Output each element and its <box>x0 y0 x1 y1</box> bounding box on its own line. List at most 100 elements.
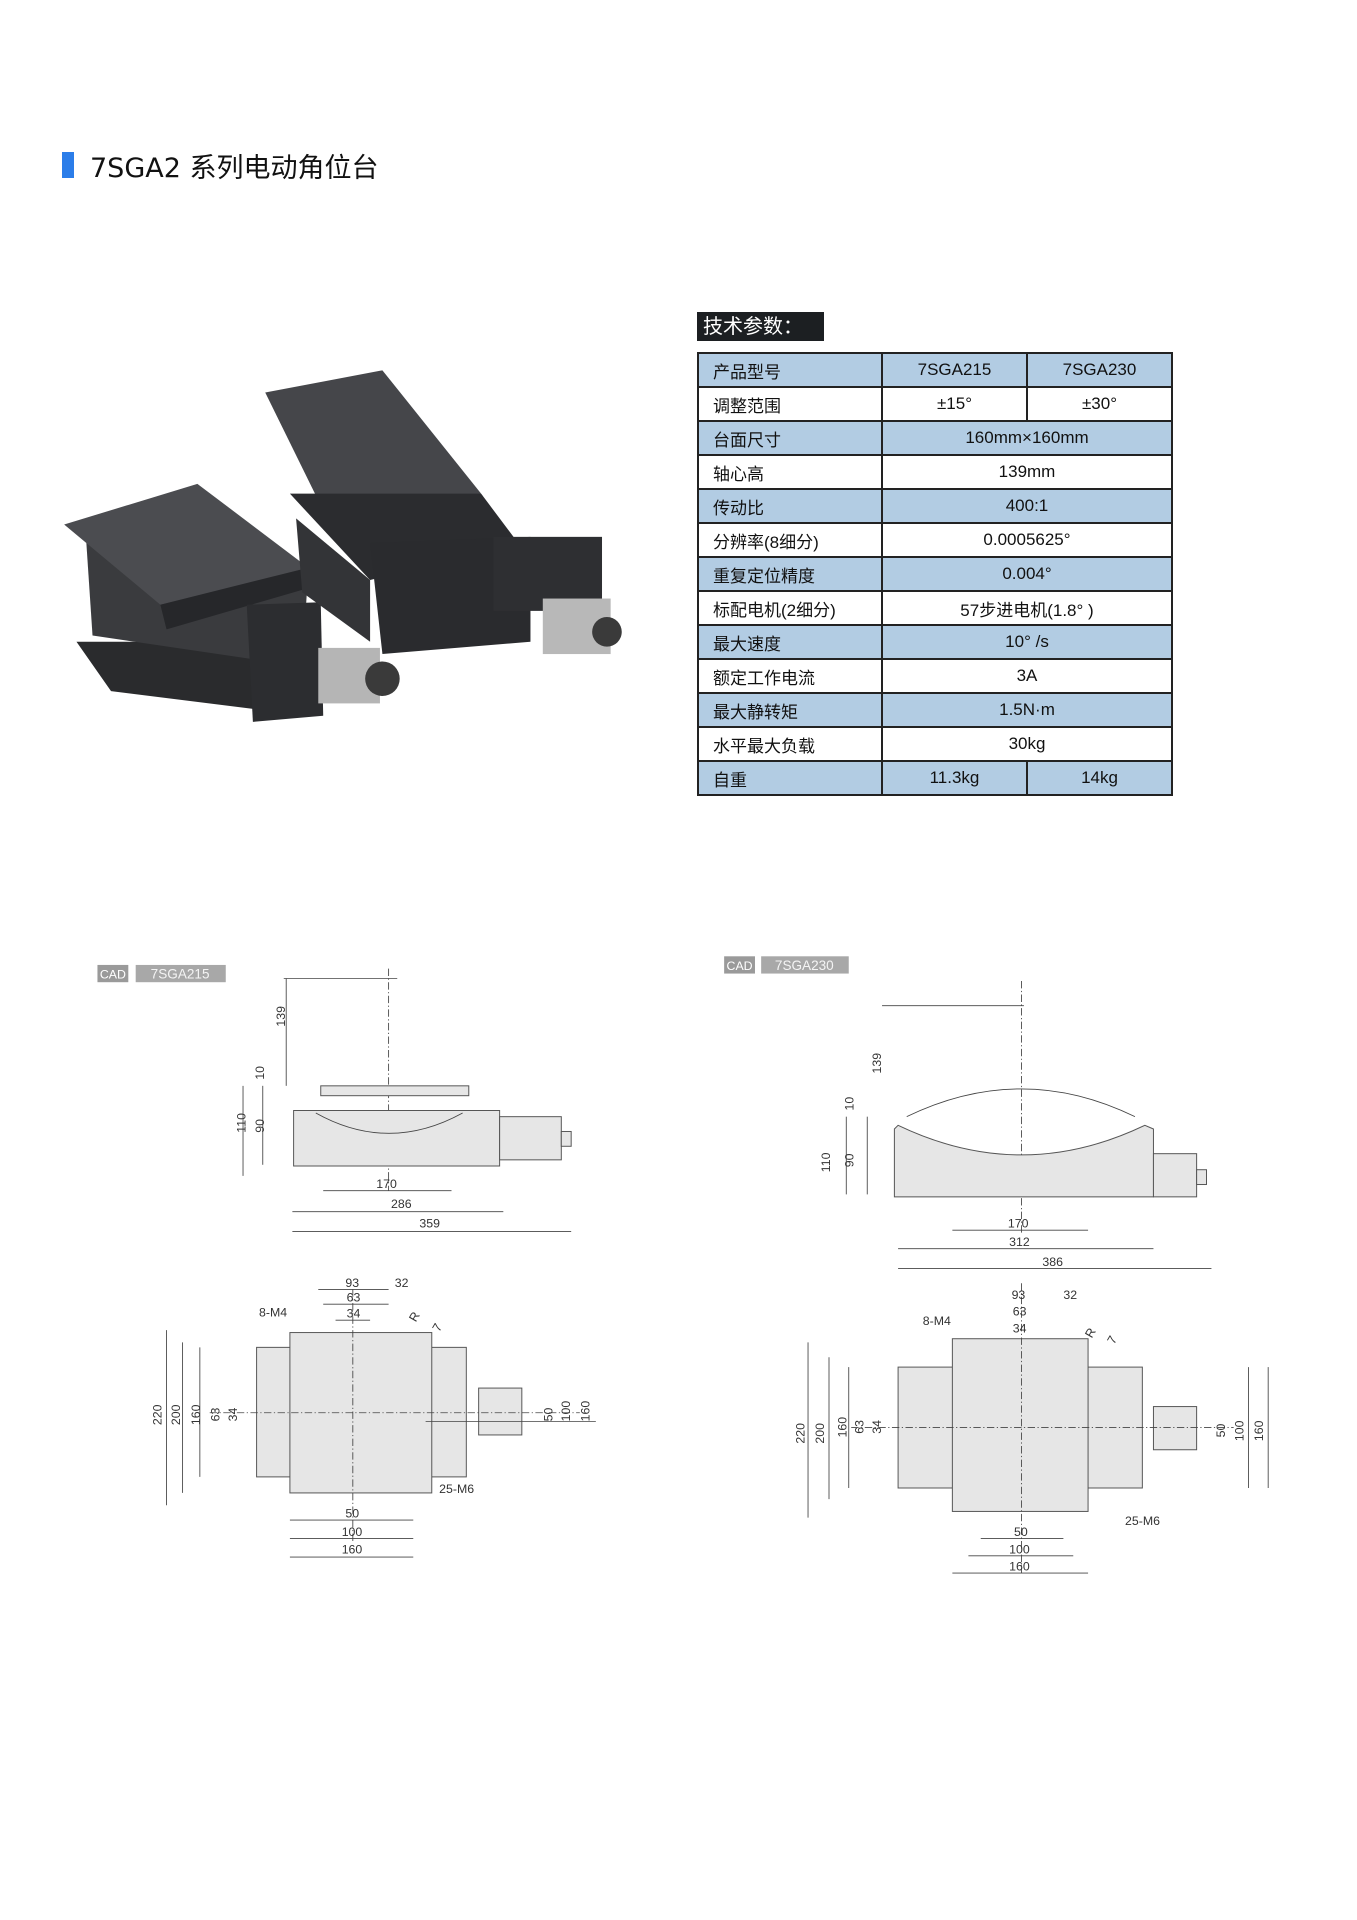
header-model-2: 7SGA230 <box>1026 352 1173 388</box>
row-value: 400:1 <box>881 488 1173 524</box>
dimension-label: 63 <box>347 1291 361 1305</box>
dimension-label: 170 <box>1008 1217 1029 1231</box>
header-model-1: 7SGA215 <box>881 352 1028 388</box>
dimension-label: 160 <box>835 1417 849 1438</box>
dimension-label: 8-M4 <box>923 1314 951 1328</box>
row-value: 10° /s <box>881 624 1173 660</box>
dimension-label: 50 <box>345 1507 359 1521</box>
row-label: 额定工作电流 <box>697 658 883 694</box>
cad-tag <box>97 964 129 983</box>
row-label: 自重 <box>697 760 883 796</box>
dimension-label: 312 <box>1009 1235 1030 1249</box>
cad-tag-label: CAD <box>727 959 753 973</box>
dimension-label: 10 <box>843 1097 857 1111</box>
row-label: 分辨率(8细分) <box>697 522 883 558</box>
row-label: 最大速度 <box>697 624 883 660</box>
dimension-label: 34 <box>347 1307 361 1321</box>
header-label: 产品型号 <box>697 352 883 388</box>
dimension-label: R <box>406 1309 423 1324</box>
dimension-label: 100 <box>1233 1420 1247 1441</box>
dimension-label: 93 <box>345 1276 359 1290</box>
dimension-label: 200 <box>813 1423 827 1444</box>
dimension-label: 25-M6 <box>439 1482 474 1496</box>
dimension-label: 139 <box>274 1006 288 1027</box>
row-value: 0.004° <box>881 556 1173 592</box>
dimension-label: 50 <box>1014 1525 1028 1539</box>
cad-drawing-7sga230: CAD 7SGA230 139 10 110 90 170 312 386 9 <box>724 956 1269 1574</box>
dimension-label: 32 <box>1063 1288 1077 1302</box>
dimension-label: 100 <box>342 1525 363 1539</box>
model-tag-label: 7SGA215 <box>151 967 210 982</box>
dimension-label: 25-M6 <box>1125 1514 1160 1528</box>
row-label: 最大静转矩 <box>697 692 883 728</box>
dimension-label: 50 <box>542 1408 556 1422</box>
dimension-label: 220 <box>151 1404 165 1425</box>
row-value: 3A <box>881 658 1173 694</box>
cad-tag <box>724 956 755 974</box>
dimension-label: 50 <box>1214 1424 1228 1438</box>
cad-tag-label: CAD <box>100 968 126 982</box>
cad-drawing-7sga215: CAD 7SGA215 139 10 110 90 170 286 359 <box>97 964 596 1558</box>
dimension-label: 170 <box>376 1177 397 1191</box>
dimension-label: 160 <box>579 1401 593 1422</box>
row-label: 传动比 <box>697 488 883 524</box>
model-tag <box>761 956 849 974</box>
dimension-label: 34 <box>226 1408 240 1422</box>
row-value: 57步进电机(1.8° ) <box>881 590 1173 626</box>
dimension-label: 93 <box>1012 1288 1026 1302</box>
dimension-label: 139 <box>870 1053 884 1074</box>
dimension-label: 90 <box>253 1119 267 1133</box>
table-row: 产品型号 7SGA215 7SGA230 <box>697 352 1173 388</box>
row-label: 水平最大负载 <box>697 726 883 762</box>
dimension-label: 10 <box>253 1066 267 1080</box>
dimension-label: 100 <box>559 1401 573 1422</box>
product-photo <box>64 370 622 722</box>
dimension-label: 286 <box>391 1197 412 1211</box>
model-tag-label: 7SGA230 <box>775 958 834 973</box>
row-label: 标配电机(2细分) <box>697 590 883 626</box>
row-value: 14kg <box>1026 760 1173 796</box>
dimension-label: R <box>1082 1325 1099 1340</box>
row-value: ±15° <box>881 386 1028 422</box>
page-title: 7SGA2 系列电动角位台 <box>62 148 379 184</box>
dimension-label: 386 <box>1042 1255 1063 1269</box>
title-accent-bar <box>62 152 74 178</box>
dimension-label: 63 <box>1013 1304 1027 1318</box>
dimension-label: 160 <box>342 1542 363 1556</box>
dimension-label: 90 <box>843 1153 857 1167</box>
dimension-label: 63 <box>853 1420 867 1434</box>
row-value: 139mm <box>881 454 1173 490</box>
dimension-label: 110 <box>234 1113 248 1133</box>
table-row: 分辨率(8细分)0.0005625° <box>697 522 1173 558</box>
row-value: 160mm×160mm <box>881 420 1173 456</box>
dimension-label: 220 <box>793 1423 807 1444</box>
row-label: 轴心高 <box>697 454 883 490</box>
row-label: 台面尺寸 <box>697 420 883 456</box>
model-tag <box>135 964 226 983</box>
dimension-label: 34 <box>1013 1322 1027 1336</box>
dimension-label: 200 <box>169 1404 183 1425</box>
title-text: 7SGA2 系列电动角位台 <box>90 152 379 184</box>
dimension-label: 32 <box>395 1276 409 1290</box>
row-value: 11.3kg <box>881 760 1028 796</box>
dimension-label: 7 <box>1104 1333 1120 1346</box>
row-label: 重复定位精度 <box>697 556 883 592</box>
dimension-label: 63 <box>209 1408 223 1422</box>
row-value: ±30° <box>1026 386 1173 422</box>
table-row: 标配电机(2细分)57步进电机(1.8° ) <box>697 590 1173 626</box>
spec-banner: 技术参数： <box>697 312 824 341</box>
row-value: 30kg <box>881 726 1173 762</box>
row-value: 1.5N·m <box>881 692 1173 728</box>
dimension-label: 160 <box>189 1404 203 1425</box>
